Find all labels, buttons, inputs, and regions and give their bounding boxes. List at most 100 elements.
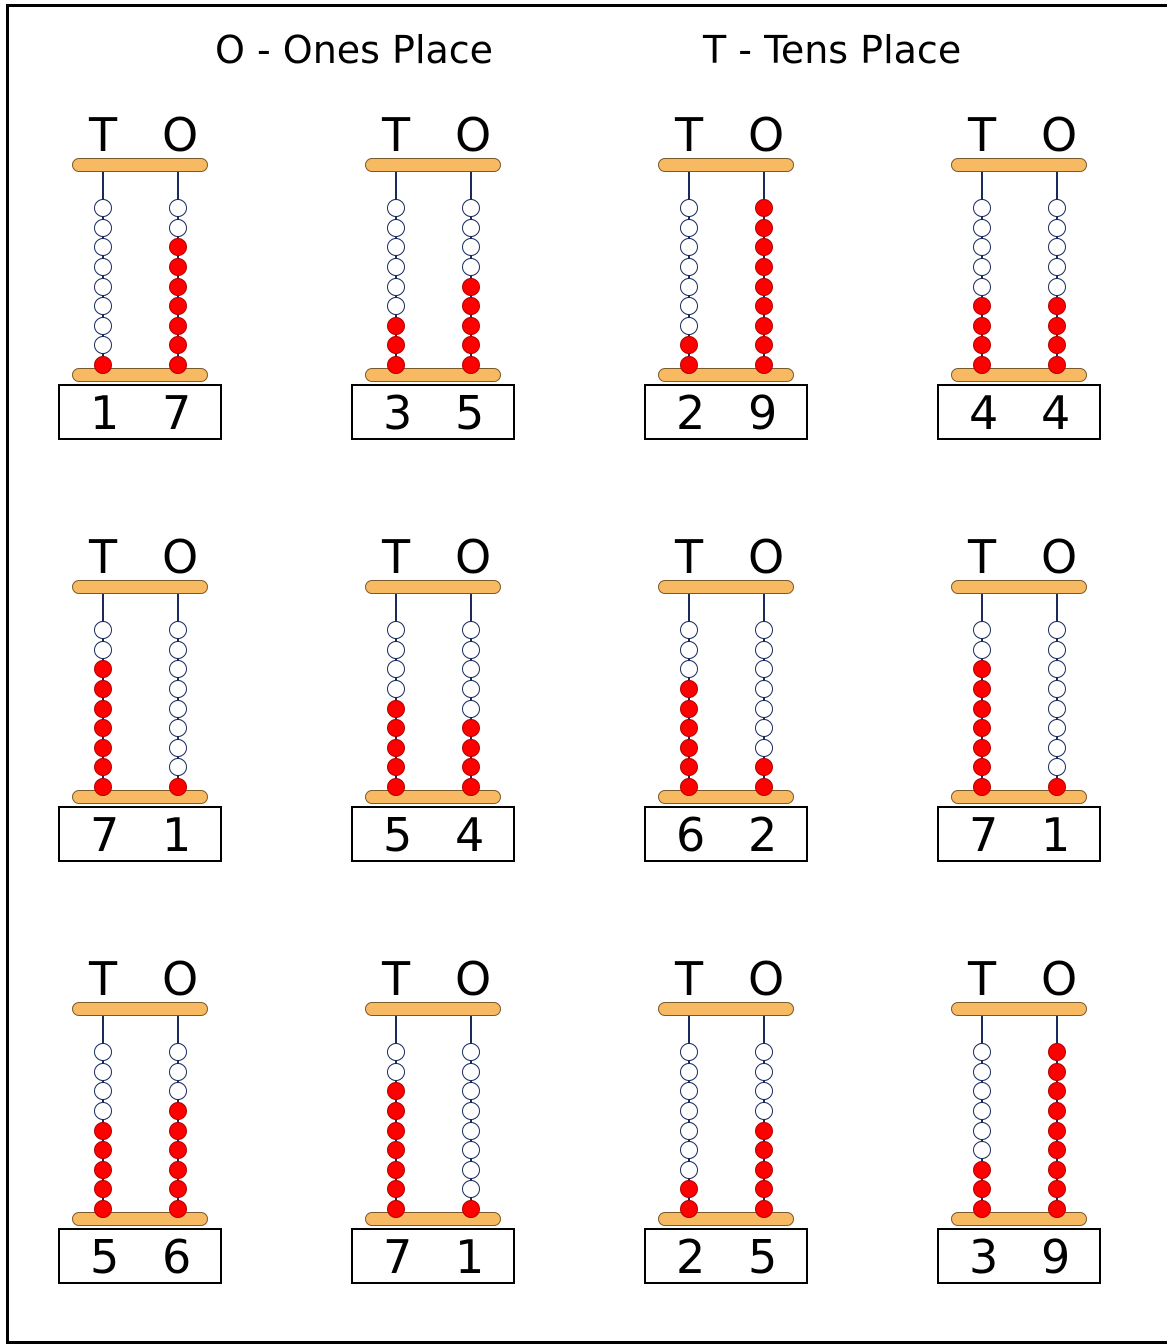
tens-bead xyxy=(387,738,405,757)
ones-bead xyxy=(755,660,773,679)
ones-bead xyxy=(169,778,187,796)
ones-bead xyxy=(755,640,773,659)
ones-bead xyxy=(755,297,773,316)
tens-bead xyxy=(973,660,991,679)
ones-column-label: O xyxy=(1041,952,1078,1006)
abacus-top-bar xyxy=(658,580,794,594)
abacus-top-bar xyxy=(951,1002,1087,1016)
tens-bead xyxy=(387,699,405,718)
tens-bead xyxy=(387,621,405,640)
tens-digit: 1 xyxy=(90,386,120,440)
ones-bead xyxy=(462,297,480,316)
abacus-bottom-bar xyxy=(72,368,208,382)
ones-bead xyxy=(755,1082,773,1101)
ones-column-label: O xyxy=(1041,530,1078,584)
tens-bead xyxy=(387,316,405,335)
tens-bead xyxy=(973,336,991,355)
ones-bead xyxy=(462,218,480,237)
tens-column-label: T xyxy=(89,108,118,162)
ones-bead xyxy=(1048,1121,1066,1140)
ones-bead xyxy=(755,1160,773,1179)
tens-bead xyxy=(387,758,405,777)
tens-bead xyxy=(94,1062,112,1081)
tens-bead xyxy=(94,1102,112,1120)
tens-bead xyxy=(94,1141,112,1160)
ones-bead xyxy=(1048,1102,1066,1120)
ones-digit: 5 xyxy=(748,1230,778,1284)
tens-bead xyxy=(387,680,405,698)
ones-bead xyxy=(169,1062,187,1081)
tens-bead xyxy=(680,699,698,718)
tens-bead xyxy=(94,1043,112,1062)
ones-bead xyxy=(1048,640,1066,659)
ones-bead xyxy=(169,719,187,738)
tens-bead xyxy=(680,1160,698,1179)
tens-bead xyxy=(680,1082,698,1101)
tens-bead xyxy=(94,640,112,659)
tens-column-label: T xyxy=(382,952,411,1006)
tens-bead xyxy=(680,356,698,374)
tens-bead xyxy=(94,258,112,276)
ones-column-label: O xyxy=(748,108,785,162)
tens-bead xyxy=(680,1141,698,1160)
ones-bead xyxy=(755,758,773,777)
tens-bead xyxy=(387,1200,405,1218)
ones-digit: 2 xyxy=(748,808,778,862)
tens-bead xyxy=(94,699,112,718)
ones-column-label: O xyxy=(455,530,492,584)
ones-bead xyxy=(1048,1062,1066,1081)
ones-bead xyxy=(462,1102,480,1120)
tens-bead xyxy=(94,199,112,218)
tens-bead xyxy=(94,277,112,296)
tens-bead xyxy=(680,660,698,679)
ones-bead xyxy=(462,719,480,738)
tens-bead xyxy=(973,719,991,738)
tens-bead xyxy=(973,758,991,777)
ones-bead xyxy=(169,640,187,659)
tens-bead xyxy=(94,297,112,316)
tens-bead xyxy=(387,1160,405,1179)
tens-bead xyxy=(680,1043,698,1062)
ones-bead xyxy=(755,1062,773,1081)
ones-digit: 7 xyxy=(162,386,192,440)
ones-bead xyxy=(169,336,187,355)
ones-bead xyxy=(755,1180,773,1199)
ones-bead xyxy=(462,336,480,355)
tens-bead xyxy=(94,1200,112,1218)
tens-bead xyxy=(387,1062,405,1081)
tens-bead xyxy=(94,1082,112,1101)
tens-bead xyxy=(680,277,698,296)
tens-bead xyxy=(680,1121,698,1140)
abacus-top-bar xyxy=(72,580,208,594)
tens-digit: 7 xyxy=(90,808,120,862)
abacus-bottom-bar xyxy=(365,790,501,804)
ones-bead xyxy=(169,258,187,276)
ones-bead xyxy=(1048,238,1066,257)
ones-bead xyxy=(462,356,480,374)
tens-bead xyxy=(680,336,698,355)
tens-bead xyxy=(94,778,112,796)
ones-bead xyxy=(755,680,773,698)
ones-bead xyxy=(462,1082,480,1101)
ones-bead xyxy=(755,1121,773,1140)
ones-digit: 1 xyxy=(162,808,192,862)
ones-bead xyxy=(169,1180,187,1199)
tens-bead xyxy=(680,640,698,659)
ones-bead xyxy=(755,719,773,738)
tens-bead xyxy=(387,297,405,316)
tens-column-label: T xyxy=(968,530,997,584)
tens-bead xyxy=(680,719,698,738)
ones-column-label: O xyxy=(162,952,199,1006)
ones-bead xyxy=(1048,336,1066,355)
tens-bead xyxy=(387,258,405,276)
tens-bead xyxy=(973,1121,991,1140)
ones-bead xyxy=(1048,758,1066,777)
tens-bead xyxy=(973,1141,991,1160)
